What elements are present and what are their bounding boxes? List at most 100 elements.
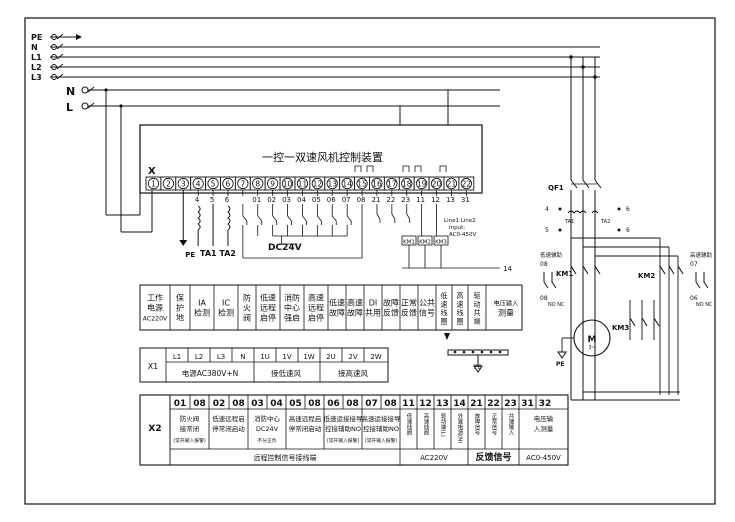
x1-group-label: 接低速风 [271, 368, 301, 378]
function-cell-text: 公共 [419, 299, 435, 308]
num6b-label: 6 [626, 227, 630, 234]
function-cell-text: 火 [243, 304, 251, 313]
function-cell: 保护地 [176, 293, 184, 323]
function-cell-text: 中心 [284, 303, 300, 313]
x1-header: N [240, 353, 245, 361]
x1-group-label: 接高速风 [338, 368, 368, 378]
num08b-label: 08 [540, 295, 548, 302]
x2-terminal-number: 08 [308, 399, 321, 409]
x2-desc-sub: (常开输入报警) [365, 437, 398, 444]
motor-pe-label: PE [556, 361, 565, 368]
terminal-number: 1 [151, 180, 156, 189]
inner-terminal-label: 06 [327, 196, 336, 204]
x2-desc-text: 防火阀 [180, 414, 200, 423]
x2-desc-cell: 高速线圈 [423, 412, 430, 437]
terminal-number: 5 [211, 180, 216, 189]
inner-terminal-label: 22 [386, 196, 395, 204]
x1-header: 1U [260, 353, 270, 361]
function-cell-text: 电源 [147, 303, 163, 313]
terminal-number: 10 [283, 180, 293, 189]
x2-terminal-number: 14 [453, 399, 466, 409]
km-coil-label: KM2 [419, 240, 431, 246]
function-cell-text: 护 [176, 303, 184, 313]
function-cell-text: 测量 [498, 309, 514, 318]
function-cell-text: 共用 [365, 309, 381, 318]
x2-terminal-number: 01 [174, 399, 187, 409]
terminal-number: 18 [402, 180, 412, 189]
function-cell-text: 阀 [243, 314, 251, 323]
x2-terminal-number: 08 [193, 399, 206, 409]
x2-desc-text: 高速线圈 [423, 412, 430, 437]
x2-terminal-number: 13 [436, 399, 449, 409]
x2-desc-text: 停常闭启动 [289, 424, 322, 433]
inner-terminal-label: 02 [267, 196, 276, 204]
function-cell-text: 故障 [383, 298, 399, 308]
x2-terminal-number: 06 [327, 399, 340, 409]
function-cell-text: 远程 [260, 304, 276, 313]
x2-desc-text: 高速远程启 [289, 414, 322, 423]
x1-header: L3 [217, 353, 225, 361]
x2-desc-text: 电压输 [534, 414, 554, 423]
function-cell-text: 线 [441, 308, 448, 317]
function-cell-text: 圈 [441, 317, 448, 325]
input-label: Input: [449, 225, 465, 231]
function-cell-text: 保 [176, 293, 184, 303]
terminal-number: 2 [166, 180, 171, 189]
inner-terminal-label: 03 [282, 196, 291, 204]
x1-label: X1 [148, 362, 159, 371]
function-cell-text: 圈 [457, 317, 464, 325]
bus-label-pe: PE [31, 33, 42, 42]
inner-terminal-label: 05 [312, 196, 321, 204]
pe-terminal-bar: PE [447, 349, 509, 373]
function-cell-text: DI [369, 299, 378, 308]
inner-terminal-label: 13 [446, 196, 455, 204]
qf1-label: QF1 [548, 184, 564, 192]
x2-terminal-number: 31 [521, 399, 534, 409]
terminal-number: 17 [387, 180, 397, 189]
num4-label: 4 [545, 206, 549, 213]
function-cell-text: 反馈 [383, 308, 399, 318]
num5-label: 5 [545, 227, 549, 234]
supply-lines: N L [66, 85, 500, 233]
x1-header: 2W [370, 353, 381, 361]
km-coil-label: KM1 [403, 240, 415, 246]
terminal-number: 15 [357, 180, 367, 189]
bus-label-l3: L3 [31, 73, 42, 82]
pe-bus-label: PE [474, 364, 482, 371]
ac-range-label: AC0-450V [449, 232, 476, 238]
supply-label-l: L [66, 101, 73, 114]
function-cell-text: 电压输入 [494, 300, 519, 308]
function-cell-text: 检测 [218, 308, 234, 318]
x1-group-label: 电源AC380V+N [182, 368, 239, 378]
function-cell-text: 防 [243, 293, 251, 303]
x2-desc-cell: 外置电源(N) [457, 412, 464, 444]
x2-bottom-label: AC220V [420, 454, 448, 462]
outer-frame [24, 17, 716, 505]
x1-header: 1V [282, 353, 291, 361]
function-cell-text: 故障 [347, 308, 363, 318]
x2-desc-text: 故障信号 [474, 412, 481, 437]
bus-label-l1: L1 [31, 53, 42, 62]
function-cell-text: 低速 [260, 293, 276, 303]
ta2-label: TA2 [600, 219, 610, 225]
function-cell: 低速线圈 [441, 291, 448, 326]
function-cell-text: 高 [457, 291, 464, 300]
controller-title: 一控一双速风机控制装置 [262, 150, 383, 164]
x2-terminal-number: 02 [213, 399, 226, 409]
terminal-number: 8 [255, 180, 260, 189]
function-cell-text: 远程 [308, 304, 324, 313]
terminal-number: 7 [240, 180, 245, 189]
function-cell-text: 正常 [401, 299, 417, 308]
inner-terminal-label: 08 [357, 196, 366, 204]
km-coil-label: KM3 [435, 240, 447, 246]
